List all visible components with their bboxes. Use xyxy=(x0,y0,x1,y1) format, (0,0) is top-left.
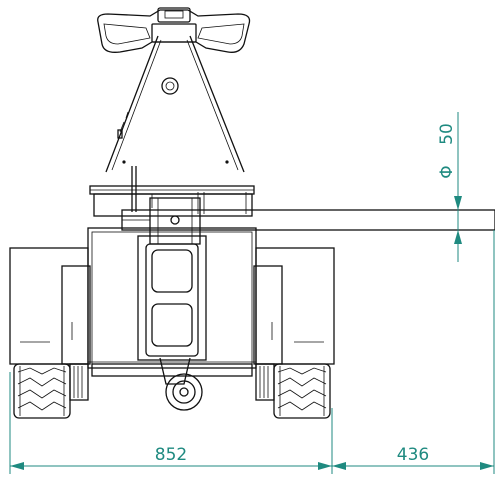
coupling-bar xyxy=(121,197,495,245)
dimension-horizontal: 852 436 xyxy=(9,230,495,474)
dimension-diameter: Φ 50 xyxy=(437,112,462,262)
left-wheel xyxy=(9,247,91,419)
diameter-symbol: Φ xyxy=(437,165,457,178)
upper-frame xyxy=(89,166,255,217)
main-body xyxy=(87,227,257,377)
dimension-50-label: 50 xyxy=(437,123,457,145)
dimension-852-label: 852 xyxy=(155,445,187,465)
dimension-436-label: 436 xyxy=(397,445,429,465)
mast-column xyxy=(105,35,245,173)
right-wheel xyxy=(253,247,335,419)
tiller-handle xyxy=(97,7,251,53)
castor-wheel xyxy=(159,357,203,411)
